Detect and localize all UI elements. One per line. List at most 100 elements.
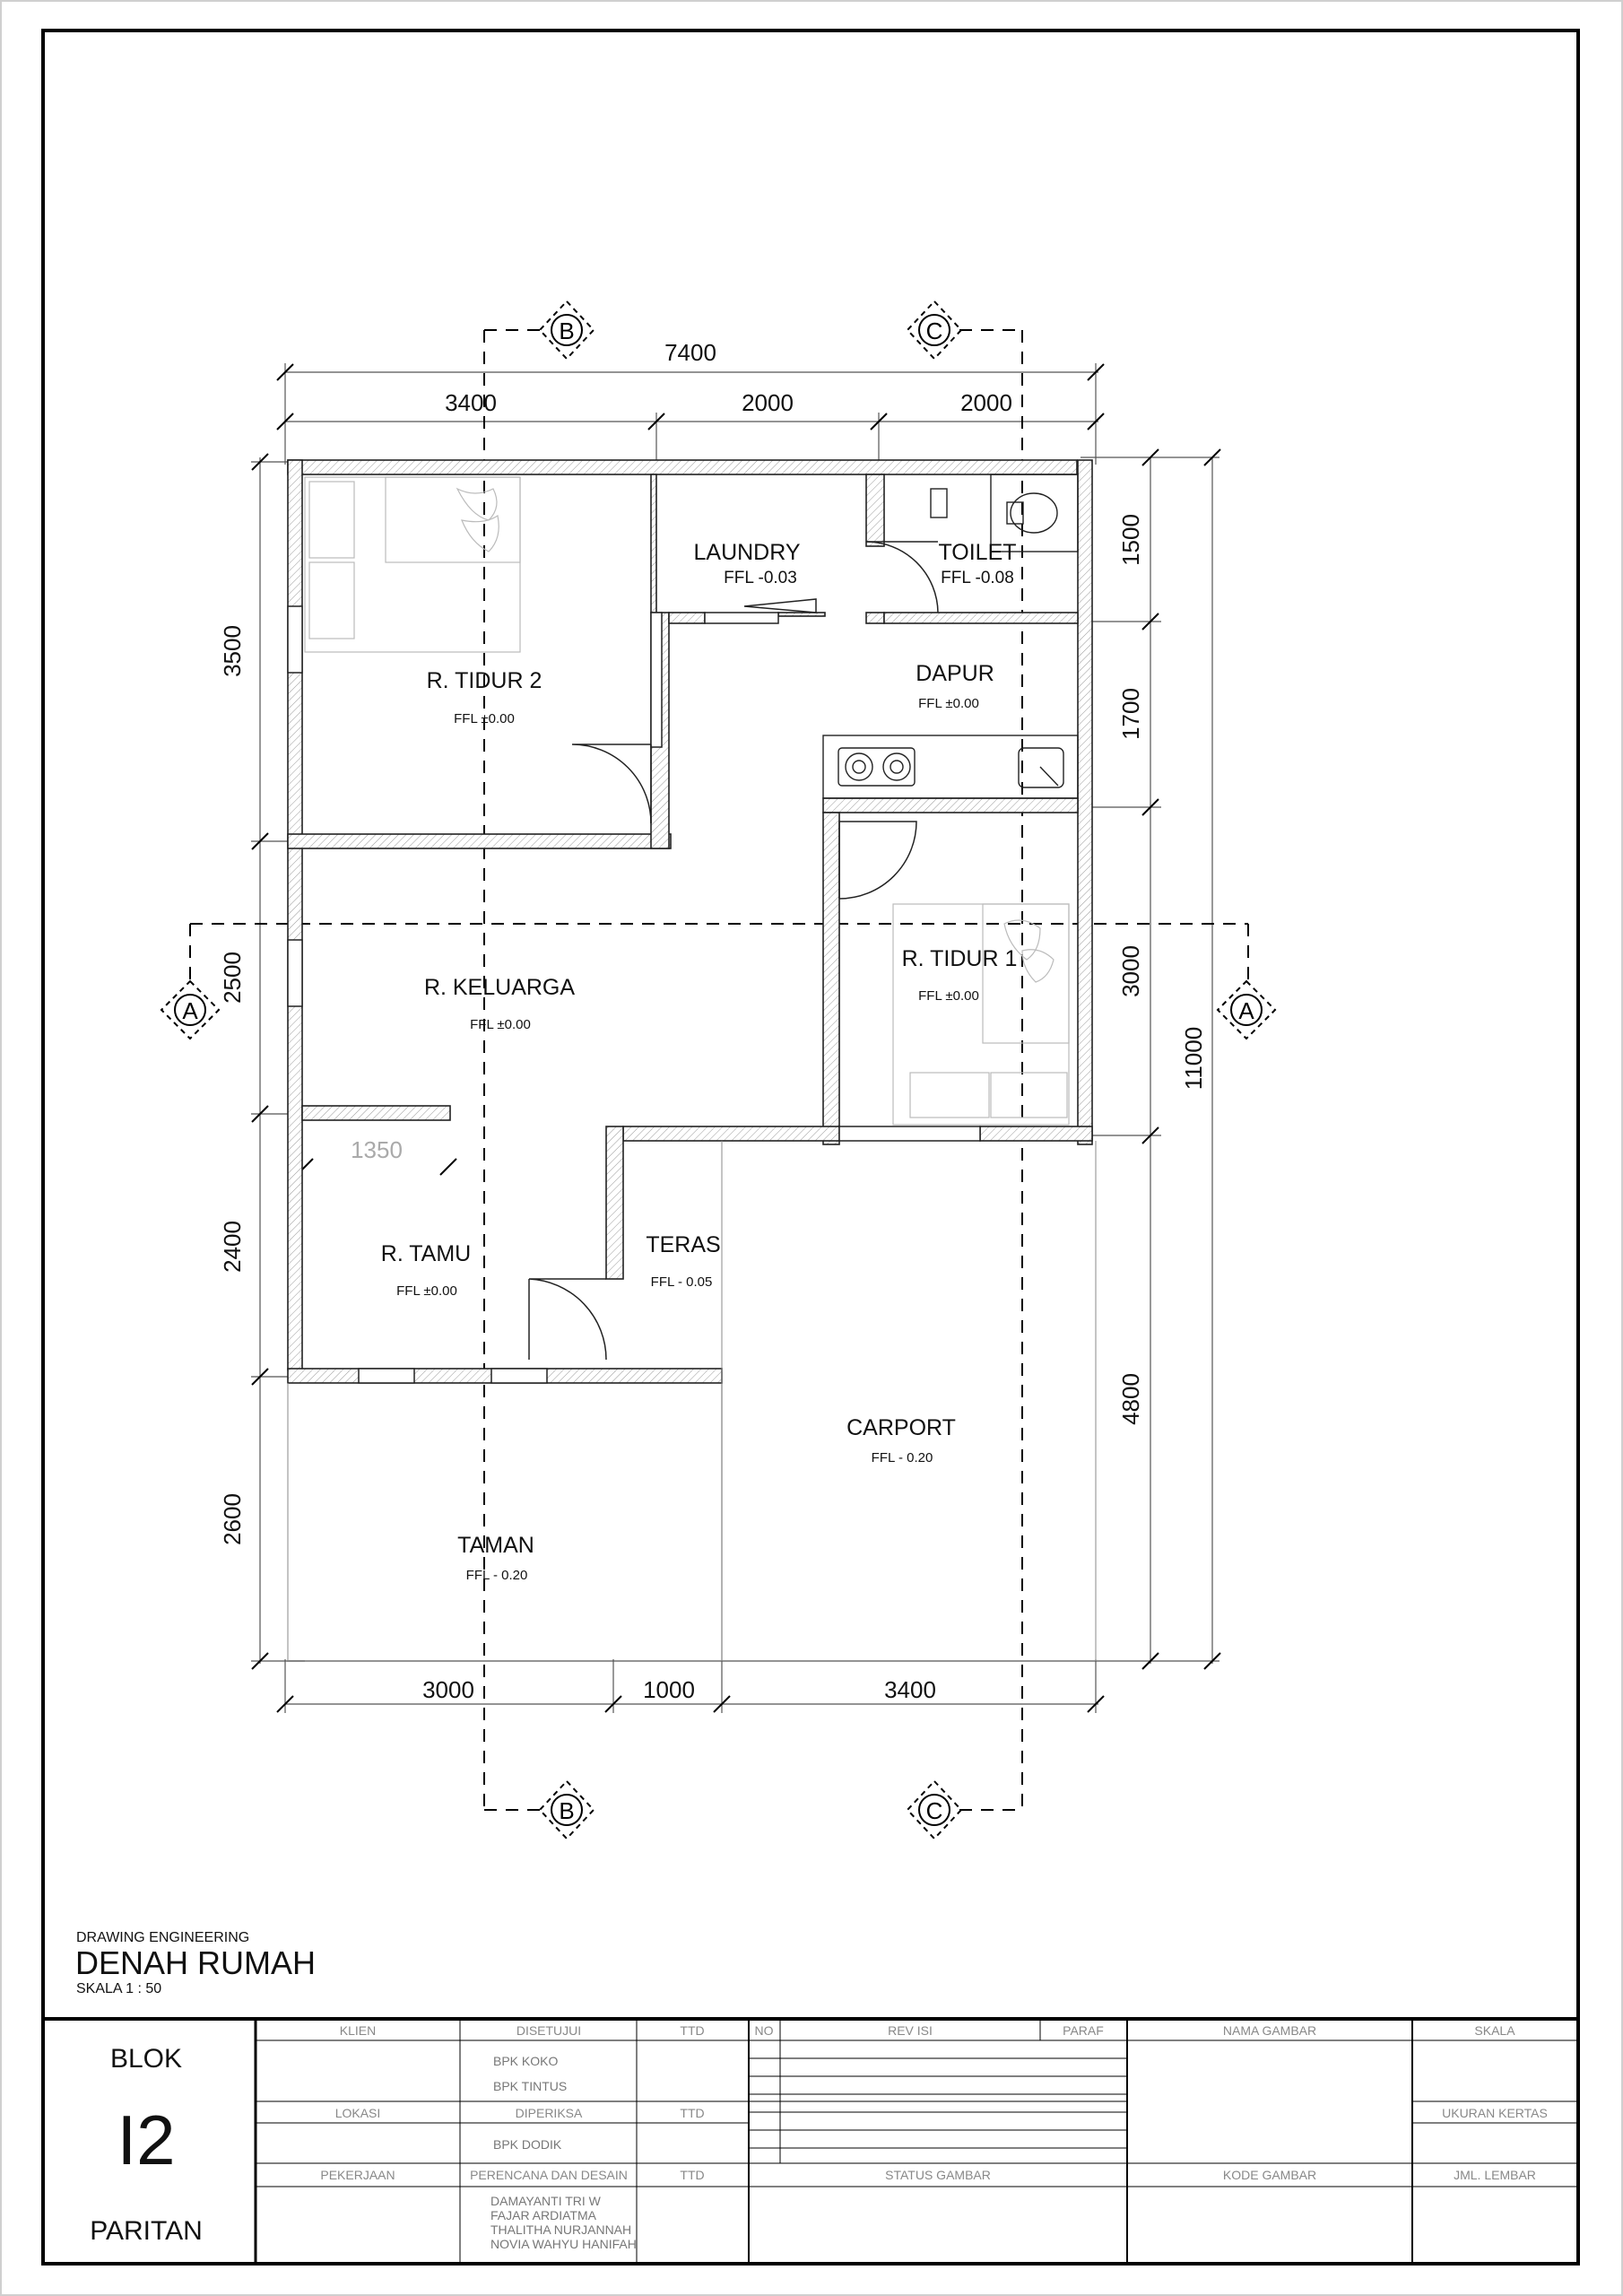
blok-value: I2	[117, 2100, 175, 2179]
dim-right-4: 4800	[1117, 1373, 1144, 1425]
windows	[287, 605, 981, 1384]
room-toilet-name: TOILET	[938, 540, 1016, 565]
section-marker-c-bottom: C	[906, 1779, 963, 1840]
label-nama-gambar: NAMA GAMBAR	[1223, 2023, 1316, 2038]
section-marker-a-left: A	[160, 979, 221, 1040]
label-perencana: PERENCANA DAN DESAIN	[470, 2168, 628, 2182]
bed-room-1	[892, 903, 1070, 1126]
dim-left-1: 3500	[219, 625, 246, 677]
room-taman-name: TAMAN	[457, 1533, 534, 1558]
room-tamu-name: R. TAMU	[381, 1241, 471, 1266]
room-taman-ffl: FFL - 0.20	[466, 1568, 528, 1583]
room-laundry-name: LAUNDRY	[693, 540, 800, 565]
label-status-gambar: STATUS GAMBAR	[885, 2168, 991, 2182]
location-value: PARITAN	[90, 2216, 203, 2246]
dimension-ticks	[251, 363, 1221, 1713]
doors	[528, 541, 939, 1361]
label-pekerjaan: PEKERJAAN	[320, 2168, 395, 2182]
room-carport-name: CARPORT	[846, 1415, 956, 1440]
section-marker-b-bottom: B	[538, 1779, 595, 1840]
drawing-scale: SKALA 1 : 50	[76, 1981, 161, 1996]
dimension-labels: 7400 3400 2000 2000 3000 1000 3400 3500 …	[219, 339, 1207, 1703]
dim-top-1: 3400	[445, 389, 497, 416]
dim-bottom-2: 1000	[643, 1676, 695, 1703]
title-block-values: BPK KOKO BPK TINTUS BPK DODIK DAMAYANTI …	[490, 2054, 637, 2251]
label-kode-gambar: KODE GAMBAR	[1223, 2168, 1316, 2182]
section-lines	[189, 329, 1249, 1811]
lot-lines	[287, 1141, 1097, 1661]
dim-right-total: 11000	[1180, 1027, 1207, 1090]
designer-4: NOVIA WAHYU HANIFAH	[490, 2237, 637, 2251]
value-bpk-koko: BPK KOKO	[493, 2054, 558, 2068]
label-lokasi: LOKASI	[335, 2106, 381, 2120]
dim-left-3: 2400	[219, 1221, 246, 1273]
label-ttd-1: TTD	[680, 2023, 704, 2038]
drawing-main-title: DENAH RUMAH	[75, 1944, 316, 1981]
drawing-frame	[41, 29, 1580, 2266]
dim-top-2: 2000	[742, 389, 794, 416]
dim-right-1: 1500	[1117, 514, 1144, 566]
room-labels: R. TIDUR 2 FFL ±0.00 LAUNDRY FFL -0.03 T…	[381, 540, 1018, 1583]
room-tidur1-ffl: FFL ±0.00	[918, 988, 979, 1004]
dim-inner: 1350	[351, 1136, 403, 1163]
dim-right-3: 3000	[1117, 945, 1144, 997]
label-disetujui: DISETUJUI	[516, 2023, 581, 2038]
section-a-left-label: A	[182, 997, 198, 1024]
designer-2: FAJAR ARDIATMA	[490, 2208, 597, 2222]
section-marker-c-top: C	[906, 300, 963, 361]
room-teras-name: TERAS	[646, 1232, 720, 1257]
toilet-fixtures	[930, 474, 1079, 552]
label-rev-isi: REV ISI	[888, 2023, 933, 2038]
dim-right-2: 1700	[1117, 688, 1144, 740]
dim-top-3: 2000	[960, 389, 1012, 416]
dim-bottom-3: 3400	[884, 1676, 936, 1703]
room-dapur-name: DAPUR	[916, 661, 994, 686]
kitchen-counter	[822, 735, 1079, 799]
title-block-labels: KLIEN DISETUJUI TTD NO REV ISI PARAF NAM…	[320, 2023, 1547, 2182]
label-no: NO	[755, 2023, 774, 2038]
label-klien: KLIEN	[340, 2023, 376, 2038]
room-laundry-ffl: FFL -0.03	[724, 569, 797, 587]
room-keluarga-ffl: FFL ±0.00	[470, 1017, 531, 1032]
label-ttd-2: TTD	[680, 2106, 704, 2120]
room-carport-ffl: FFL - 0.20	[872, 1450, 933, 1465]
value-bpk-tintus: BPK TINTUS	[493, 2079, 567, 2093]
room-tidur2-ffl: FFL ±0.00	[454, 711, 515, 726]
room-keluarga-name: R. KELUARGA	[424, 975, 575, 1000]
room-dapur-ffl: FFL ±0.00	[918, 696, 979, 711]
dim-left-2: 2500	[219, 952, 246, 1004]
bed-room-2	[304, 476, 521, 653]
designer-1: DAMAYANTI TRI W	[490, 2194, 602, 2208]
label-ttd-3: TTD	[680, 2168, 704, 2182]
label-jml-lembar: JML. LEMBAR	[1454, 2168, 1536, 2182]
section-marker-b-top: B	[538, 300, 595, 361]
room-toilet-ffl: FFL -0.08	[941, 569, 1014, 587]
room-tamu-ffl: FFL ±0.00	[396, 1283, 457, 1299]
label-ukuran-kertas: UKURAN KERTAS	[1442, 2106, 1548, 2120]
section-b-bottom-label: B	[559, 1797, 574, 1824]
dimension-lines	[251, 363, 1219, 1713]
section-c-bottom-label: C	[926, 1797, 943, 1824]
dim-top-total: 7400	[664, 339, 716, 366]
dim-left-4: 2600	[219, 1493, 246, 1545]
room-tidur2-name: R. TIDUR 2	[427, 668, 542, 693]
designer-3: THALITHA NURJANNAH	[490, 2222, 631, 2237]
value-bpk-dodik: BPK DODIK	[493, 2137, 562, 2152]
drawing-subtitle: DRAWING ENGINEERING	[76, 1930, 249, 1945]
label-paraf: PARAF	[1063, 2023, 1104, 2038]
dim-bottom-1: 3000	[422, 1676, 474, 1703]
title-block-text: BLOK I2 PARITAN	[90, 2044, 203, 2246]
section-b-top-label: B	[559, 317, 574, 344]
section-a-right-label: A	[1238, 997, 1254, 1024]
label-skala: SKALA	[1474, 2023, 1515, 2038]
room-teras-ffl: FFL - 0.05	[651, 1274, 713, 1290]
drawing-title: DRAWING ENGINEERING DENAH RUMAH SKALA 1 …	[75, 1930, 316, 1996]
section-c-top-label: C	[926, 317, 943, 344]
section-marker-a-right: A	[1216, 979, 1277, 1040]
title-block	[43, 2017, 1578, 2264]
label-diperiksa: DIPERIKSA	[516, 2106, 583, 2120]
blok-label: BLOK	[110, 2044, 182, 2074]
room-tidur1-name: R. TIDUR 1	[902, 946, 1018, 971]
